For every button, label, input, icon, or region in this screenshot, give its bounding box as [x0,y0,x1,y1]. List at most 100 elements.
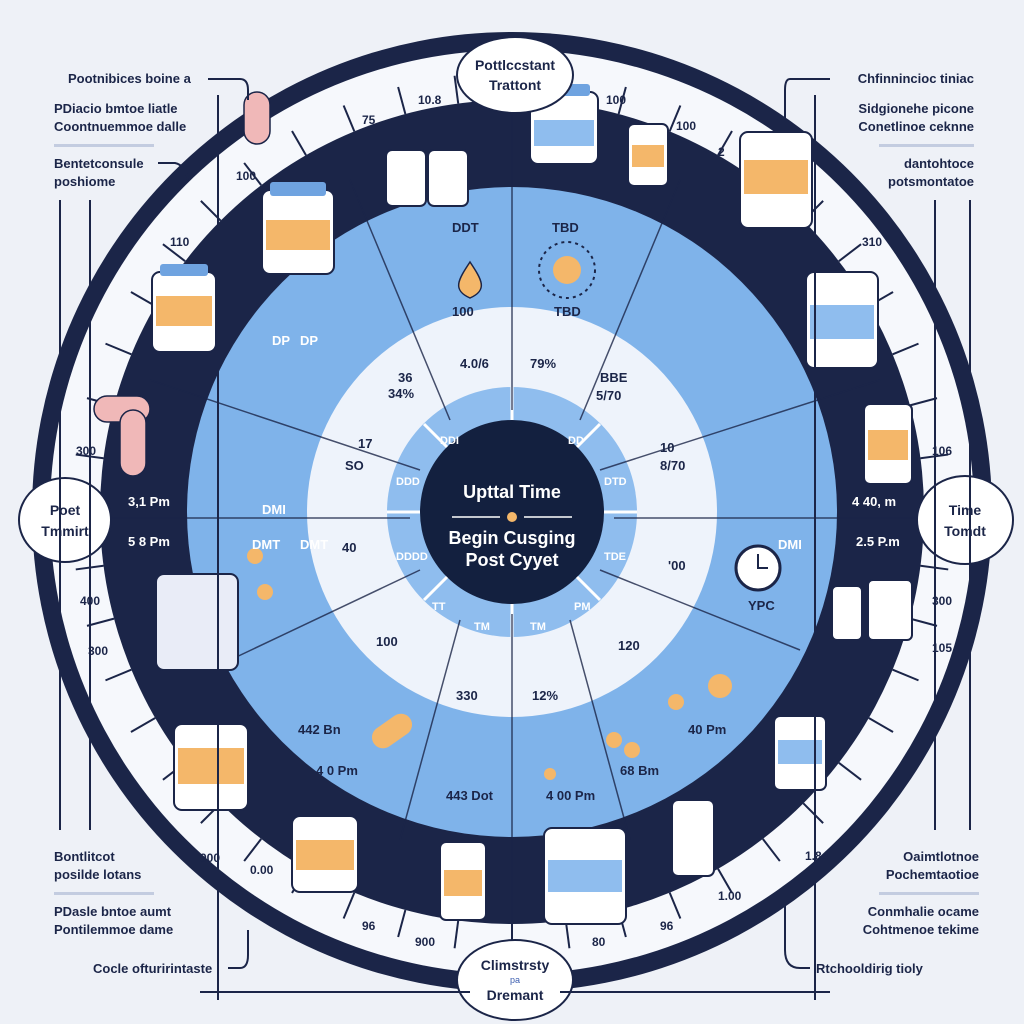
bubble-bottom: Climstrsty pa Dremant [456,939,574,1021]
tick-mark [802,802,824,824]
tick-label: 100 [236,169,256,183]
bottle-icon [291,815,359,893]
tick-mark [397,86,407,115]
center-line-2: Begin Cusging [449,528,576,548]
inner-label: 120 [618,638,640,653]
note-text: Pochemtaotioe [885,867,979,882]
note-text: Bontlitcot [54,849,115,864]
sun-icon [538,241,596,299]
tick-mark [868,717,894,733]
tick-label: 1.84 [805,849,829,863]
segment-label: DDI [440,435,459,447]
tick-mark [909,397,938,407]
tick-mark [762,838,781,862]
inner-label: 4.0/6 [460,356,489,371]
tick-mark [892,342,919,356]
tick-mark [397,909,407,938]
note-text: Conmhalie ocame [867,904,979,919]
segment-label: TM [474,621,490,633]
inner-label: DMI [262,502,286,517]
tick-mark [838,243,862,262]
inner-label: 34% [388,386,414,401]
inner-label: 17 [358,436,372,451]
center-line-1: Upttal Time [463,482,561,502]
inner-label: 36 [398,370,412,385]
bottle-icon [439,841,487,921]
medicine-bottles [93,84,913,925]
tick-mark [105,342,132,356]
note-text: poshiome [54,174,116,189]
tick-mark [130,717,156,733]
tick-mark [717,130,733,156]
bubble-top: Pottlccstant Trattont [456,36,574,114]
callout-label: Chfinnincioc tiniac [857,71,974,86]
segment-label: DDD [396,476,420,488]
time-label: 2.5 P.m [856,534,900,549]
segment-label: TM [530,621,546,633]
bottle-icon [739,131,813,229]
inner-label: DMT [252,537,280,552]
inner-label: SO [345,458,364,473]
left-top-notes: PDiacio bmtoe liatle Coontnuemmoe dalle … [54,100,186,191]
inner-label: TBD [554,304,581,319]
inner-label: DMT [300,537,328,552]
tick-mark [909,617,938,627]
bottle-icon [173,723,249,811]
note-text: Sidgionehe picone [858,101,974,116]
bottle-icon [831,579,913,641]
segment-label: PM [574,601,591,613]
inner-label: 330 [456,688,478,703]
tick-mark [342,892,356,919]
segment-label: DTD [604,476,627,488]
tick-mark [717,868,733,894]
tick-label: 100 [676,119,696,133]
tick-mark [564,920,571,949]
bottle-icon [805,271,879,369]
tick-label: 310 [862,235,882,249]
ring-tick-labels: 10.8 75 100 110 300 400 300 900 0.00 96 … [76,93,952,949]
bottle-icon [151,264,217,353]
tick-marks [72,72,952,952]
note-text: PDiacio bmtoe liatle [54,101,178,116]
blister-pack-icon [155,573,239,671]
time-label: 443 Dot [446,788,494,803]
tick-label: 300 [932,594,952,608]
divider [54,144,154,147]
note-text: posilde lotans [54,867,142,882]
tick-mark [668,892,682,919]
tick-label: 96 [660,919,674,933]
inner-label: 100 [376,634,398,649]
bottle-icon [385,149,469,207]
bubble-text: Trattont [489,77,541,93]
right-bottom-notes: Oaimtlotnoe Pochemtaotioe Conmhalie ocam… [863,848,979,939]
segment-label: DD [568,435,584,447]
divider [879,892,979,895]
time-label: 68 Bm [620,763,659,778]
tick-label: 1.00 [718,889,742,903]
inner-label: 8/70 [660,458,685,473]
bubble-text: Tmmirt [41,523,89,539]
bubble-text: Time [949,502,982,518]
time-label: 5 8 Pm [128,534,170,549]
tick-mark [453,75,460,104]
inner-labels: DDT TBD 100 TBD 36 34% 4.0/6 79% BBE 5/7… [252,220,802,703]
note-text: Bentetconsule [54,156,144,171]
bottle-icon [627,123,669,187]
time-label: 40 Pm [688,722,726,737]
tick-label: 96 [362,919,376,933]
time-label: 4 40, m [852,494,896,509]
tick-mark [342,105,356,132]
inner-label: DMI [778,537,802,552]
tick-label: 106 [932,444,952,458]
tick-mark [617,86,627,115]
inner-label: YPC [748,598,775,613]
segment-label: DDDD [396,551,428,563]
capsule-icon [93,91,271,477]
callout-lines [59,78,971,1000]
drop-icon [458,260,482,299]
center-title: Upttal Time Begin Cusging Post Cyyet [449,482,576,570]
inner-label: 10 [660,440,674,455]
inner-label: 5/70 [596,388,621,403]
segment-labels: DDI DD DTD TDE DDD DDDD TT TM PM TM [396,435,627,633]
